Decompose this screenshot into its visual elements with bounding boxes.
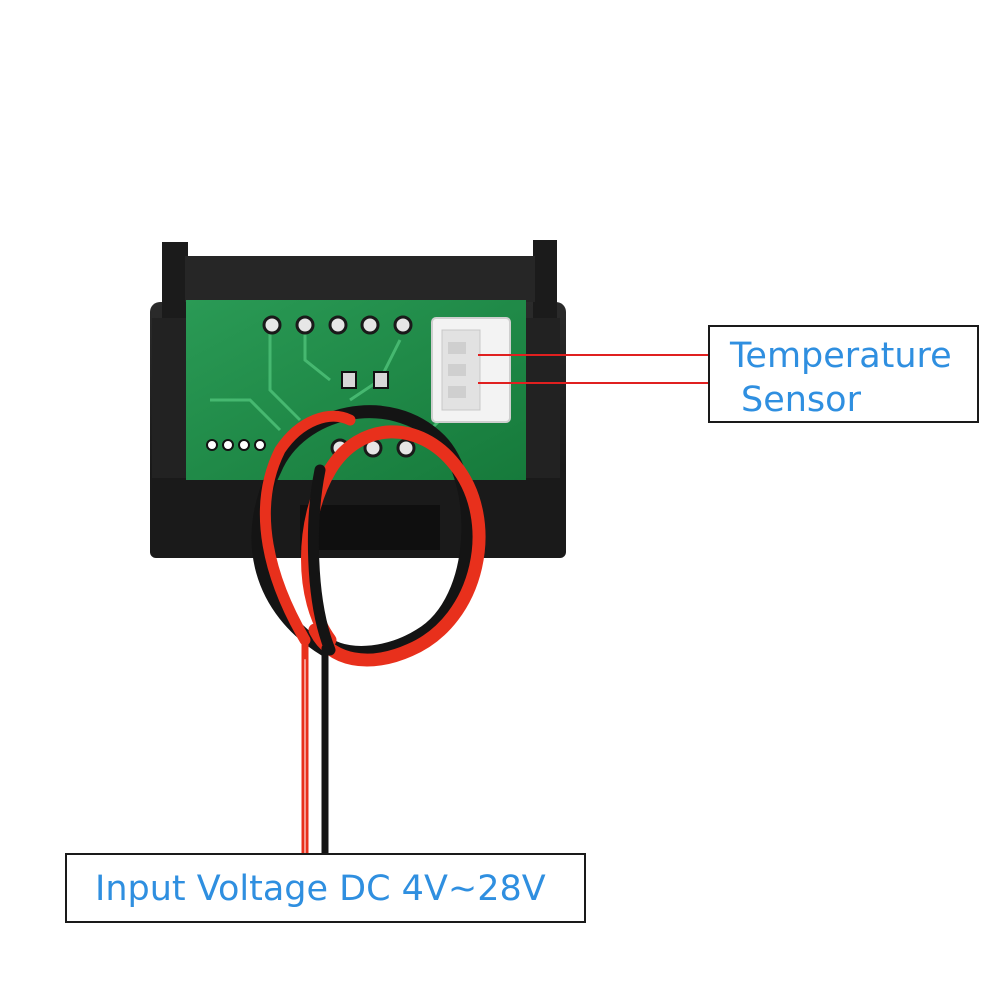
pcb-pads-top bbox=[262, 315, 413, 335]
sensor-label: Sensor bbox=[741, 380, 861, 420]
pcb-pads-power bbox=[341, 371, 389, 389]
temperature-sensor-callout: Temperature Sensor bbox=[708, 325, 979, 423]
input-voltage-callout: Input Voltage DC 4V~28V bbox=[65, 853, 586, 923]
pcb-pads-bottom bbox=[206, 439, 266, 451]
leader-lines bbox=[478, 354, 710, 384]
input-voltage-label: Input Voltage DC 4V~28V bbox=[95, 869, 546, 909]
temperature-label: Temperature bbox=[730, 336, 952, 376]
jst-connector-icon bbox=[431, 317, 511, 423]
power-wires bbox=[251, 405, 486, 859]
